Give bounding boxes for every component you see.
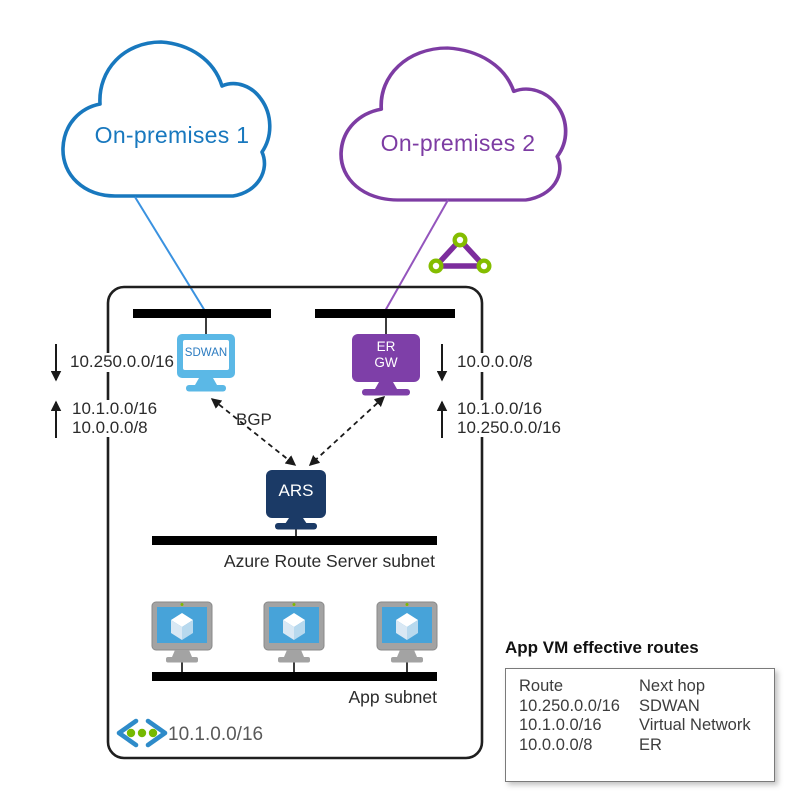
table-row: 10.1.0.0/16 Virtual Network <box>519 716 774 736</box>
expressroute-circuit-icon <box>428 232 492 274</box>
routes-table: Route Next hop 10.250.0.0/16 SDWAN 10.1.… <box>505 668 775 782</box>
ars-label: ARS <box>278 481 314 500</box>
right-outbound-route-1: 10.1.0.0/16 <box>457 399 543 418</box>
app-vm-icons <box>151 601 438 663</box>
left-outbound-routes: 10.1.0.0/16 10.0.0.0/8 <box>69 399 161 437</box>
sdwan-subnet-bar <box>133 309 271 318</box>
route-server-subnet-label: Azure Route Server subnet <box>223 551 435 571</box>
er-gateway-icon <box>352 334 420 396</box>
vm-icon <box>263 601 325 663</box>
left-outbound-route-1: 10.1.0.0/16 <box>72 399 158 418</box>
on-premises-1-cloud-icon <box>61 40 272 198</box>
table-row: 10.0.0.0/8 ER <box>519 736 774 756</box>
vnet-boundary-box <box>106 285 484 760</box>
ergw-label: ER GW <box>352 339 420 370</box>
vm-icon <box>151 601 213 663</box>
route-server-icon <box>266 470 326 530</box>
right-outbound-routes: 10.1.0.0/16 10.250.0.0/16 <box>454 399 564 437</box>
onprem1-connection-line <box>134 196 206 312</box>
row-route: 10.250.0.0/16 <box>519 696 620 715</box>
virtual-network-icon <box>116 718 168 748</box>
col-route: Route <box>519 677 564 695</box>
app-subnet-bar <box>152 672 437 681</box>
ergw-label-line1: ER <box>376 339 396 354</box>
on-premises-2-label: On-premises 2 <box>380 130 536 156</box>
connector-stems <box>181 318 408 672</box>
row-next-hop: ER <box>639 735 662 754</box>
row-route: 10.1.0.0/16 <box>519 716 602 734</box>
row-next-hop: SDWAN <box>639 696 700 715</box>
row-route: 10.0.0.0/8 <box>519 735 593 754</box>
sdwan-nva-icon <box>177 334 235 392</box>
vnet-cidr-label: 10.1.0.0/16 <box>168 724 264 745</box>
route-server-subnet-bar <box>152 536 437 545</box>
vm-icon <box>376 601 438 663</box>
table-row: 10.250.0.0/16 SDWAN <box>519 697 774 717</box>
sdwan-label: SDWAN <box>184 347 228 359</box>
left-outbound-route-2: 10.0.0.0/8 <box>72 417 148 437</box>
bgp-label: BGP <box>236 410 272 429</box>
right-inbound-route: 10.0.0.0/8 <box>454 352 536 372</box>
bgp-arrow-sdwan-ars <box>210 398 297 466</box>
gateway-subnet-bar <box>315 309 455 318</box>
routes-table-title: App VM effective routes <box>505 638 699 657</box>
bgp-arrow-ergw-ars <box>308 396 386 466</box>
on-premises-1-label: On-premises 1 <box>94 122 250 148</box>
routes-table-header: Route Next hop <box>519 677 774 697</box>
right-outbound-route-2: 10.250.0.0/16 <box>457 417 561 437</box>
row-next-hop: Virtual Network <box>639 716 751 734</box>
left-inbound-route: 10.250.0.0/16 <box>67 352 177 372</box>
app-subnet-label: App subnet <box>348 687 437 707</box>
col-next-hop: Next hop <box>639 677 706 695</box>
on-premises-2-cloud-icon <box>339 46 568 202</box>
onprem2-connection-line <box>384 199 449 312</box>
ergw-label-line2: GW <box>374 354 398 370</box>
